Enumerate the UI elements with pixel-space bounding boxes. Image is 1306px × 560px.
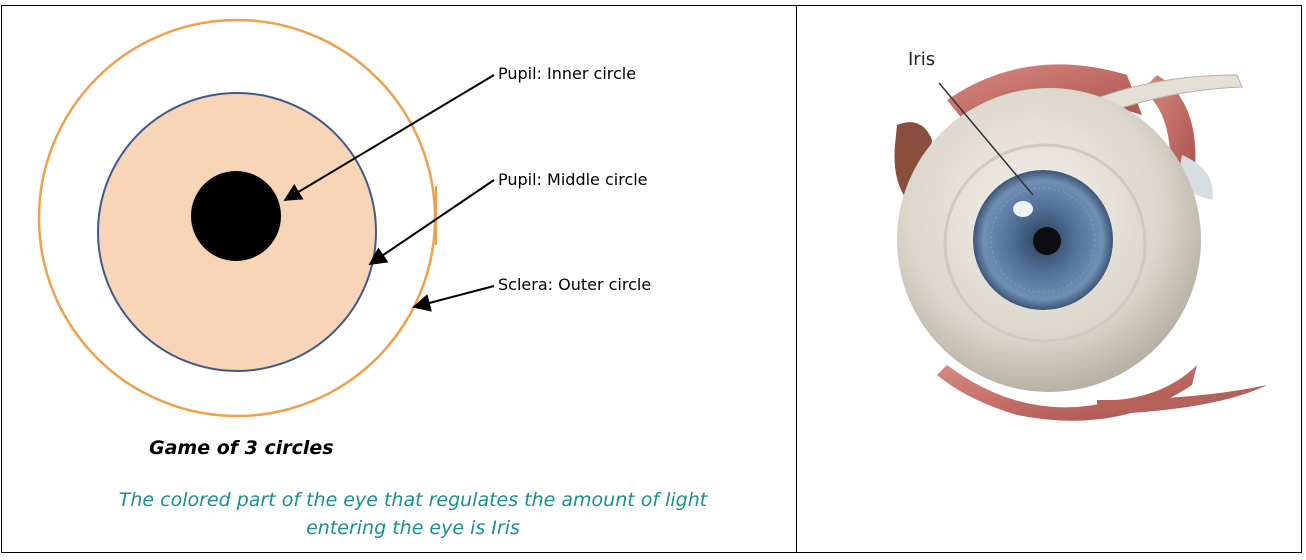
diagram-caption-title: Game of 3 circles [149, 437, 334, 459]
inner-arrow [283, 74, 495, 201]
outer-arrow [412, 285, 495, 312]
optic-tendon [1091, 74, 1243, 116]
pupil [1033, 227, 1061, 255]
iris-leader-line [938, 82, 1034, 196]
three-circles-diagram [37, 18, 495, 418]
eyeball-panel: Iris [797, 5, 1302, 553]
middle-arrow [368, 179, 495, 266]
outer-circle-label: Sclera: Outer circle [498, 275, 652, 294]
bottom-tendon [1097, 385, 1267, 415]
middle-circle-label: Pupil: Middle circle [498, 170, 648, 189]
cornea-ring [943, 143, 1147, 343]
left-nerve-knob [894, 122, 932, 200]
inner-circle [191, 171, 281, 261]
inner-circle-label: Pupil: Inner circle [498, 64, 637, 83]
diagram-caption-text: The colored part of the eye that regulat… [118, 489, 708, 539]
three-circles-panel: Pupil: Inner circle Pupil: Middle circle… [1, 5, 796, 553]
iris-label: Iris [908, 49, 936, 70]
eyeball-illustration [894, 64, 1267, 421]
iris-texture [990, 187, 1096, 293]
iris-highlight [1013, 201, 1033, 217]
figure-frame [1, 5, 1302, 553]
panel-divider [796, 5, 797, 553]
